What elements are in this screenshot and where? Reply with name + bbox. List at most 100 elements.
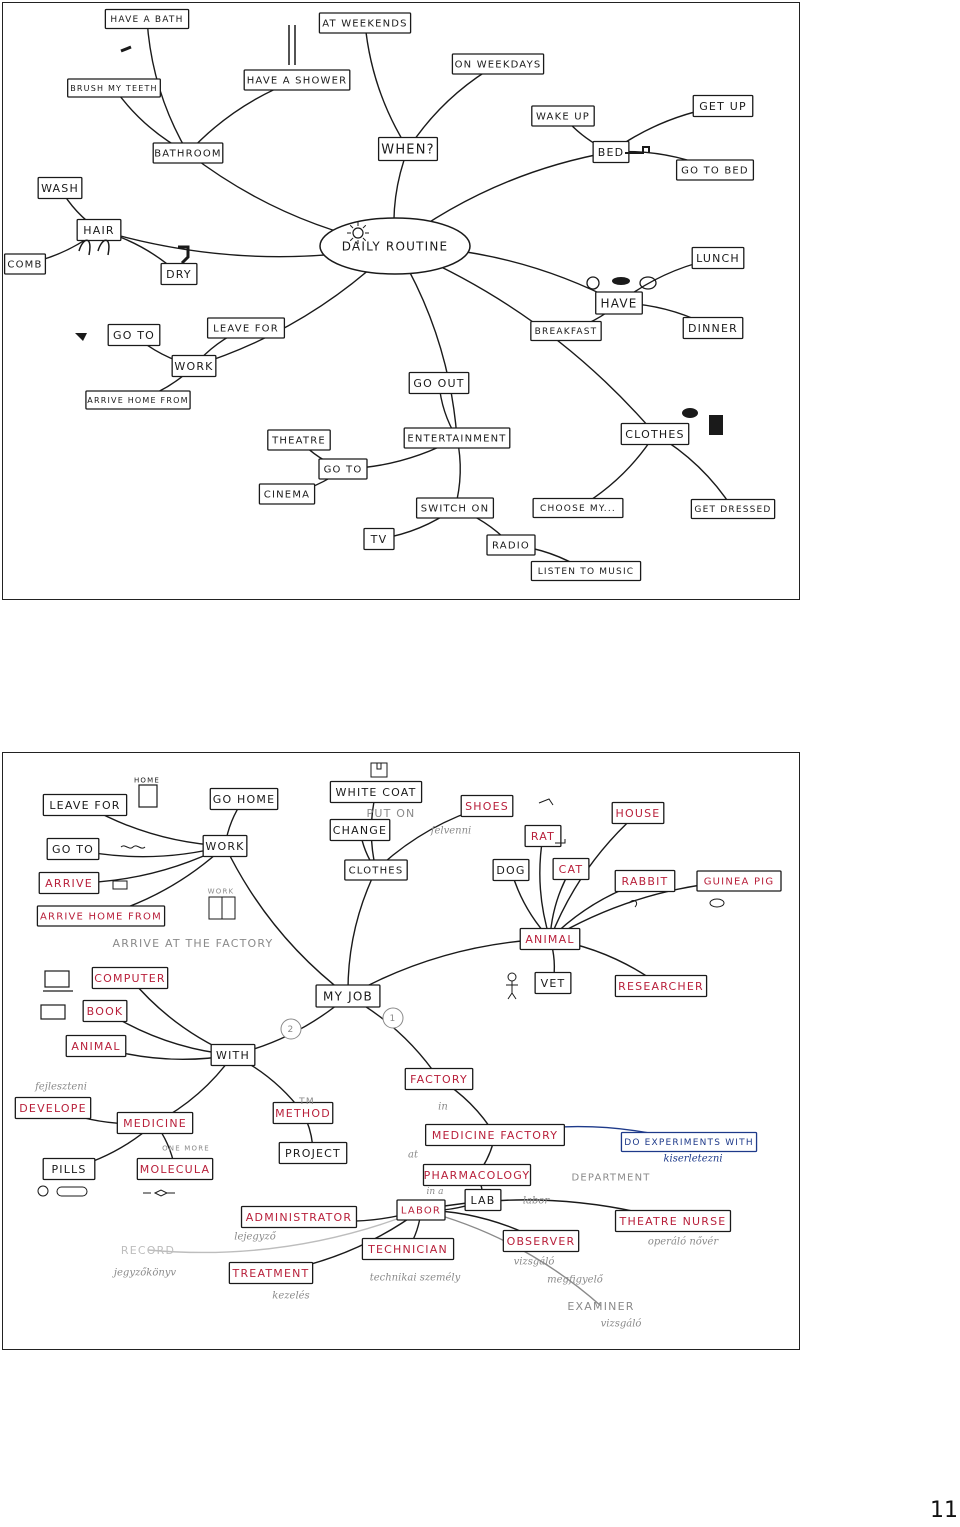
car-icon bbox=[75, 333, 87, 341]
routine-node-brush_my_teeth: BRUSH MY TEETH bbox=[67, 78, 161, 98]
routine-node-bed: BED bbox=[592, 140, 630, 164]
routine-link-bathroom-have_a_shower bbox=[187, 79, 298, 154]
routine-label-center: DAILY ROUTINE bbox=[342, 239, 449, 253]
job-link-with-computer bbox=[129, 977, 234, 1056]
job-node-arrive_at_factory: ARRIVE AT THE FACTORY bbox=[113, 937, 273, 950]
routine-label-theatre: THEATRE bbox=[271, 436, 326, 447]
routine-node-work: WORK bbox=[171, 354, 217, 378]
routine-node-arrive_home_from: ARRIVE HOME FROM bbox=[85, 390, 191, 410]
vet-person-icon bbox=[506, 972, 518, 1000]
routine-node-go_to: GO TO bbox=[107, 323, 161, 347]
job-label-arrive: ARRIVE bbox=[45, 877, 93, 890]
job-label-technikai_szemely: technikai személy bbox=[370, 1273, 461, 1284]
shoes-icon bbox=[538, 798, 554, 806]
routine-label-switch_on: SWITCH ON bbox=[421, 504, 490, 515]
shower-icon bbox=[288, 25, 296, 65]
pill-icon bbox=[37, 1185, 88, 1197]
job-node-arrive: ARRIVE bbox=[38, 871, 100, 895]
job-label-record: RECORD bbox=[121, 1244, 175, 1257]
job-node-theatre_nurse: THEATRE NURSE bbox=[614, 1209, 732, 1233]
job-label-computer: COMPUTER bbox=[94, 972, 165, 985]
routine-node-when: WHEN? bbox=[377, 136, 439, 162]
routine-node-listen_to_music: LISTEN TO MUSIC bbox=[530, 560, 642, 582]
coat-icon bbox=[370, 762, 388, 778]
routine-label-breakfast: BREAKFAST bbox=[535, 327, 598, 337]
job-label-tm: TM bbox=[298, 1097, 315, 1107]
routine-label-go_out: GO OUT bbox=[413, 377, 464, 390]
job-label-dog: DOG bbox=[496, 864, 525, 877]
job-node-operalo_nover: operáló nővér bbox=[648, 1237, 720, 1248]
routine-label-bathroom: BATHROOM bbox=[154, 149, 221, 160]
routine-node-get_up: GET UP bbox=[692, 94, 754, 118]
routine-label-wash: WASH bbox=[41, 182, 79, 195]
routine-label-when: WHEN? bbox=[381, 143, 434, 158]
job-label-megfigyelo: megfigyelő bbox=[547, 1275, 604, 1286]
routine-node-wash: WASH bbox=[37, 176, 83, 200]
job-node-pharmacology: PHARMACOLOGY bbox=[422, 1163, 532, 1187]
routine-node-at_weekends: AT WEEKENDS bbox=[318, 12, 412, 34]
house-icon bbox=[138, 784, 158, 808]
job-node-rabbit: RABBIT bbox=[614, 869, 676, 893]
job-node-one_more: ONE MORE bbox=[162, 1145, 209, 1153]
job-node-work_label: WORK bbox=[208, 888, 233, 896]
job-node-center: MY JOB bbox=[315, 984, 381, 1008]
hairdryer-icon bbox=[178, 245, 190, 265]
job-label-observer: OBSERVER bbox=[507, 1235, 576, 1248]
job-label-lab: LAB bbox=[470, 1194, 495, 1207]
job-label-molecula: MOLECULA bbox=[140, 1163, 210, 1176]
job-label-rabbit: RABBIT bbox=[622, 875, 669, 888]
routine-node-switch_on: SWITCH ON bbox=[415, 497, 495, 519]
routine-label-arrive_home_from: ARRIVE HOME FROM bbox=[87, 396, 188, 405]
job-link-labor_node-record bbox=[147, 1209, 422, 1254]
routine-label-tv: TV bbox=[370, 533, 388, 546]
toothbrush-icon bbox=[120, 45, 132, 53]
routine-node-go_out: GO OUT bbox=[408, 371, 470, 395]
job-label-do_experiments_with: DO EXPERIMENTS WITH bbox=[624, 1138, 754, 1148]
job-node-lab: LAB bbox=[464, 1188, 502, 1212]
computer-icon bbox=[43, 970, 73, 992]
routine-label-on_weekdays: ON WEEKDAYS bbox=[455, 60, 542, 71]
job-node-develope: DEVELOPE bbox=[14, 1096, 92, 1120]
job-node-observer: OBSERVER bbox=[502, 1229, 580, 1253]
job-node-treatment: TREATMENT bbox=[228, 1261, 314, 1285]
job-node-labor_node: LABOR bbox=[396, 1199, 446, 1221]
job-label-home_label: HOME bbox=[134, 777, 160, 785]
routine-label-radio: RADIO bbox=[492, 541, 530, 552]
job-label-shoes: SHOES bbox=[465, 800, 509, 813]
job-node-clothes: CLOTHES bbox=[344, 859, 408, 881]
job-label-develope: DEVELOPE bbox=[19, 1102, 86, 1115]
page-number: 11 bbox=[930, 1498, 958, 1523]
routine-node-on_weekdays: ON WEEKDAYS bbox=[451, 53, 545, 75]
rabbit-icon bbox=[628, 900, 638, 908]
routine-label-get_dressed: GET DRESSED bbox=[694, 505, 771, 515]
job-label-change: CHANGE bbox=[333, 824, 387, 837]
job-node-arrive_home_from: ARRIVE HOME FROM bbox=[36, 905, 166, 927]
routine-label-have: HAVE bbox=[600, 296, 637, 310]
job-link-center-clothes bbox=[347, 869, 377, 997]
routine-node-radio: RADIO bbox=[486, 534, 536, 556]
routine-node-choose_my: CHOOSE MY... bbox=[532, 497, 624, 519]
job-node-home_label: HOME bbox=[134, 777, 160, 785]
job-node-molecula: MOLECULA bbox=[136, 1157, 214, 1181]
job-node-jegyzokonyv: jegyzőkönyv bbox=[112, 1268, 177, 1279]
routine-label-work: WORK bbox=[174, 360, 213, 373]
job-label-technician: TECHNICIAN bbox=[367, 1243, 448, 1256]
job-label-theatre_nurse: THEATRE NURSE bbox=[619, 1215, 727, 1228]
book-icon bbox=[40, 1004, 66, 1020]
job-label-go_home: GO HOME bbox=[213, 793, 275, 806]
job-node-white_coat: WHITE COAT bbox=[329, 780, 423, 804]
job-label-felvenni: felvenni bbox=[430, 826, 471, 837]
job-node-medicine_factory: MEDICINE FACTORY bbox=[424, 1123, 566, 1147]
job-label-with: WITH bbox=[216, 1049, 250, 1062]
job-label-book: BOOK bbox=[87, 1005, 124, 1018]
job-label-animal: ANIMAL bbox=[525, 933, 574, 946]
routine-link-when-at_weekends bbox=[364, 22, 409, 150]
bed-icon bbox=[625, 146, 650, 154]
routine-label-get_up: GET UP bbox=[699, 100, 747, 113]
routine-label-choose_my: CHOOSE MY... bbox=[540, 504, 616, 514]
job-label-center: MY JOB bbox=[323, 989, 373, 1003]
job-node-animal: ANIMAL bbox=[519, 927, 581, 951]
job-node-kiserletezni: kiserletezni bbox=[663, 1154, 722, 1165]
routine-node-clothes: CLOTHES bbox=[620, 422, 690, 446]
